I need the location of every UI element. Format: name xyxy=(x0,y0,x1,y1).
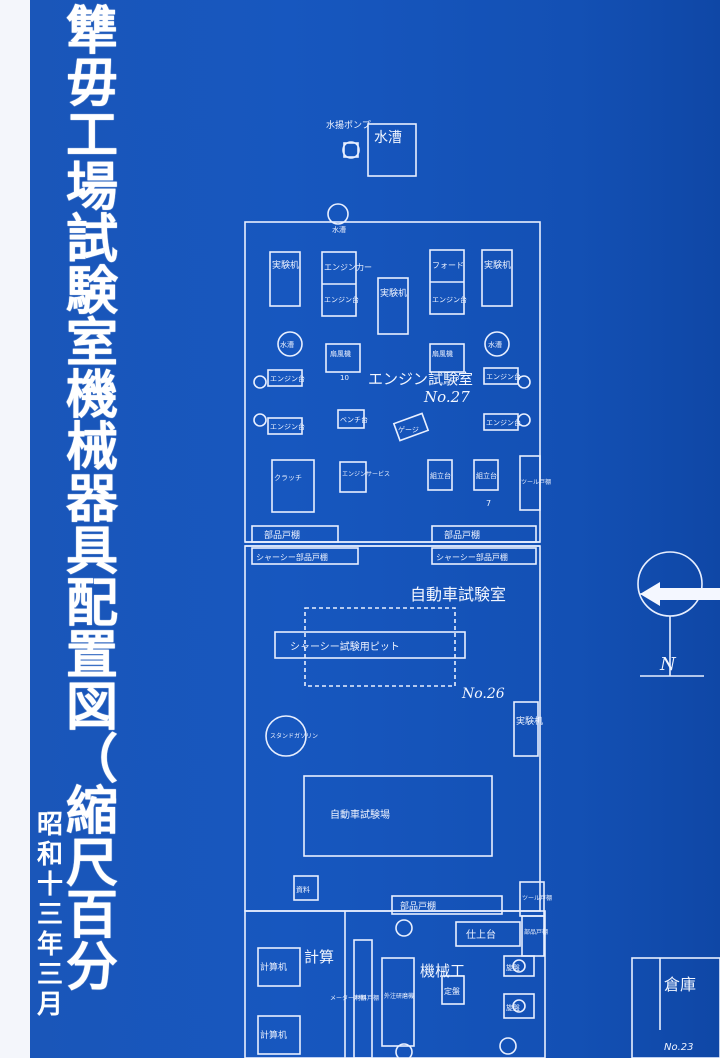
label-water-pump: 水揚ポンプ xyxy=(326,119,371,131)
date-char: 和 xyxy=(36,840,63,870)
label-north: N xyxy=(659,654,677,675)
label-misc: 資料 xyxy=(296,885,310,894)
date-char: 三 xyxy=(36,960,63,990)
title-char: 器 xyxy=(65,469,118,530)
label-warehouse: 倉庫 xyxy=(664,975,696,994)
label-assembly-a: 組立台 xyxy=(430,471,451,480)
compass-circle xyxy=(637,551,703,617)
label-fan-num-l: 10 xyxy=(340,374,349,382)
label-pit: シャーシー試験用ピット xyxy=(290,640,400,653)
label-assembly-b: 組立台 xyxy=(476,471,497,480)
label-small-tank: 水漕 xyxy=(332,225,346,234)
label-auto-exp: 実験机 xyxy=(516,715,543,727)
title-char: 室 xyxy=(65,313,118,374)
label-engine-car: エンジン力ー xyxy=(324,262,372,272)
label-calc-desk-a: 計算机 xyxy=(260,961,287,973)
title-char: 分 xyxy=(65,937,118,998)
label-exp-desk-2: 実験机 xyxy=(484,259,511,271)
label-auto-room: 自動車試験室 xyxy=(410,585,506,604)
label-tool-shelf-lower: ツール戸棚 xyxy=(522,894,552,902)
title-char: （ xyxy=(65,729,118,790)
label-finish-bench: 仕上台 xyxy=(466,928,496,941)
title-char: 配 xyxy=(65,573,118,634)
title-char: 犨 xyxy=(65,1,118,62)
date-char: 三 xyxy=(36,900,63,930)
label-outsource-grinder: 外注研磨機 xyxy=(384,992,414,1000)
label-warehouse-no: No.23 xyxy=(664,1042,694,1053)
title-vertical: 犨 毋 工 場 試 験 室 機 械 器 具 配 置 図 （ 縮 尺 百 分 xyxy=(52,6,132,1006)
label-engine-stand-b: エンジン台 xyxy=(432,295,467,304)
label-parts-cabinet-r: 部品戸棚 xyxy=(444,529,480,541)
title-char: 工 xyxy=(65,105,118,166)
label-eng-r2: エンジン台 xyxy=(486,418,521,427)
label-machine-room: 機械工 xyxy=(420,962,465,980)
label-engine-room-no: No.27 xyxy=(423,388,470,406)
label-calc-room: 計算 xyxy=(304,948,334,966)
label-calc-desk-b: 計算机 xyxy=(260,1029,287,1041)
label-bench: ベンチ台 xyxy=(340,415,368,424)
title-char: 場 xyxy=(65,157,118,218)
label-num-7: 7 xyxy=(486,499,491,508)
label-water-r: 水漕 xyxy=(488,340,502,349)
title-char: 百 xyxy=(65,885,118,946)
small-tank-symbol xyxy=(327,203,349,225)
label-chassis-cabinet-r: シャーシー部品戸棚 xyxy=(436,552,508,562)
date-vertical: 昭 和 十 三 年 三 月 xyxy=(30,810,70,1020)
label-parts-cabinet-l: 部品戸棚 xyxy=(264,529,300,541)
title-char: 縮 xyxy=(65,781,118,842)
north-arrow xyxy=(640,582,720,606)
title-char: 具 xyxy=(65,521,118,582)
label-ford: フォード xyxy=(432,261,464,270)
label-fan-r: 扇風機 xyxy=(432,349,453,358)
label-eng-l1: エンジン台 xyxy=(270,374,305,383)
paper-margin xyxy=(0,0,30,1058)
lower-room-outline xyxy=(244,910,546,1058)
label-gas-stand: スタンドガソリン xyxy=(270,732,318,740)
pump-symbol xyxy=(342,141,360,159)
title-char: 械 xyxy=(65,417,118,478)
label-eng-r1: エンジン台 xyxy=(486,372,521,381)
label-auto-room-no: No.26 xyxy=(461,686,505,702)
title-char: 試 xyxy=(65,209,118,270)
label-lower-cabinet-r: 部品戸棚 xyxy=(524,928,548,936)
label-material-shelf: 材料戸棚 xyxy=(355,994,379,1002)
label-water-tank: 水漕 xyxy=(374,130,402,146)
label-chassis-cabinet-l: シャーシー部品戸棚 xyxy=(256,552,328,562)
label-fan-l: 扇風機 xyxy=(330,349,351,358)
label-lower-cabinet: 部品戸棚 xyxy=(400,900,436,912)
label-surface-plate: 定盤 xyxy=(444,986,460,996)
date-char: 昭 xyxy=(36,810,63,840)
label-eng-l2: エンジン台 xyxy=(270,422,305,431)
title-char: 尺 xyxy=(65,833,118,894)
label-exp-center: 実験机 xyxy=(380,287,407,299)
title-char: 毋 xyxy=(65,53,118,114)
label-meter-shelf: メーター戸棚 xyxy=(330,994,366,1002)
label-engine-stand-a: エンジン台 xyxy=(324,295,359,304)
label-fan-num-r: 3 xyxy=(455,374,459,382)
label-water-l: 水漕 xyxy=(280,340,294,349)
title-char: 機 xyxy=(65,365,118,426)
label-engine-room-h: エンジン試験室 xyxy=(368,370,473,388)
date-char: 十 xyxy=(36,870,63,900)
label-exp-desk-1: 実験机 xyxy=(272,259,299,271)
label-gauge: ゲージ xyxy=(398,425,419,434)
title-char: 図 xyxy=(65,677,118,738)
water-tank-box xyxy=(367,123,417,177)
label-lathe-a: 旋盤 xyxy=(506,963,520,972)
date-char: 年 xyxy=(36,930,63,960)
label-engine-service: エンジンサービス xyxy=(342,470,390,478)
label-lathe-b: 旋盤 xyxy=(506,1003,520,1012)
title-char: 置 xyxy=(65,625,118,686)
title-char: 験 xyxy=(65,261,118,322)
label-tool-shelf-upper: ツール戸棚 xyxy=(521,478,551,486)
label-auto-floor: 自動車試験場 xyxy=(330,808,390,821)
date-char: 月 xyxy=(36,990,63,1020)
label-clutch: クラッチ xyxy=(274,474,302,482)
